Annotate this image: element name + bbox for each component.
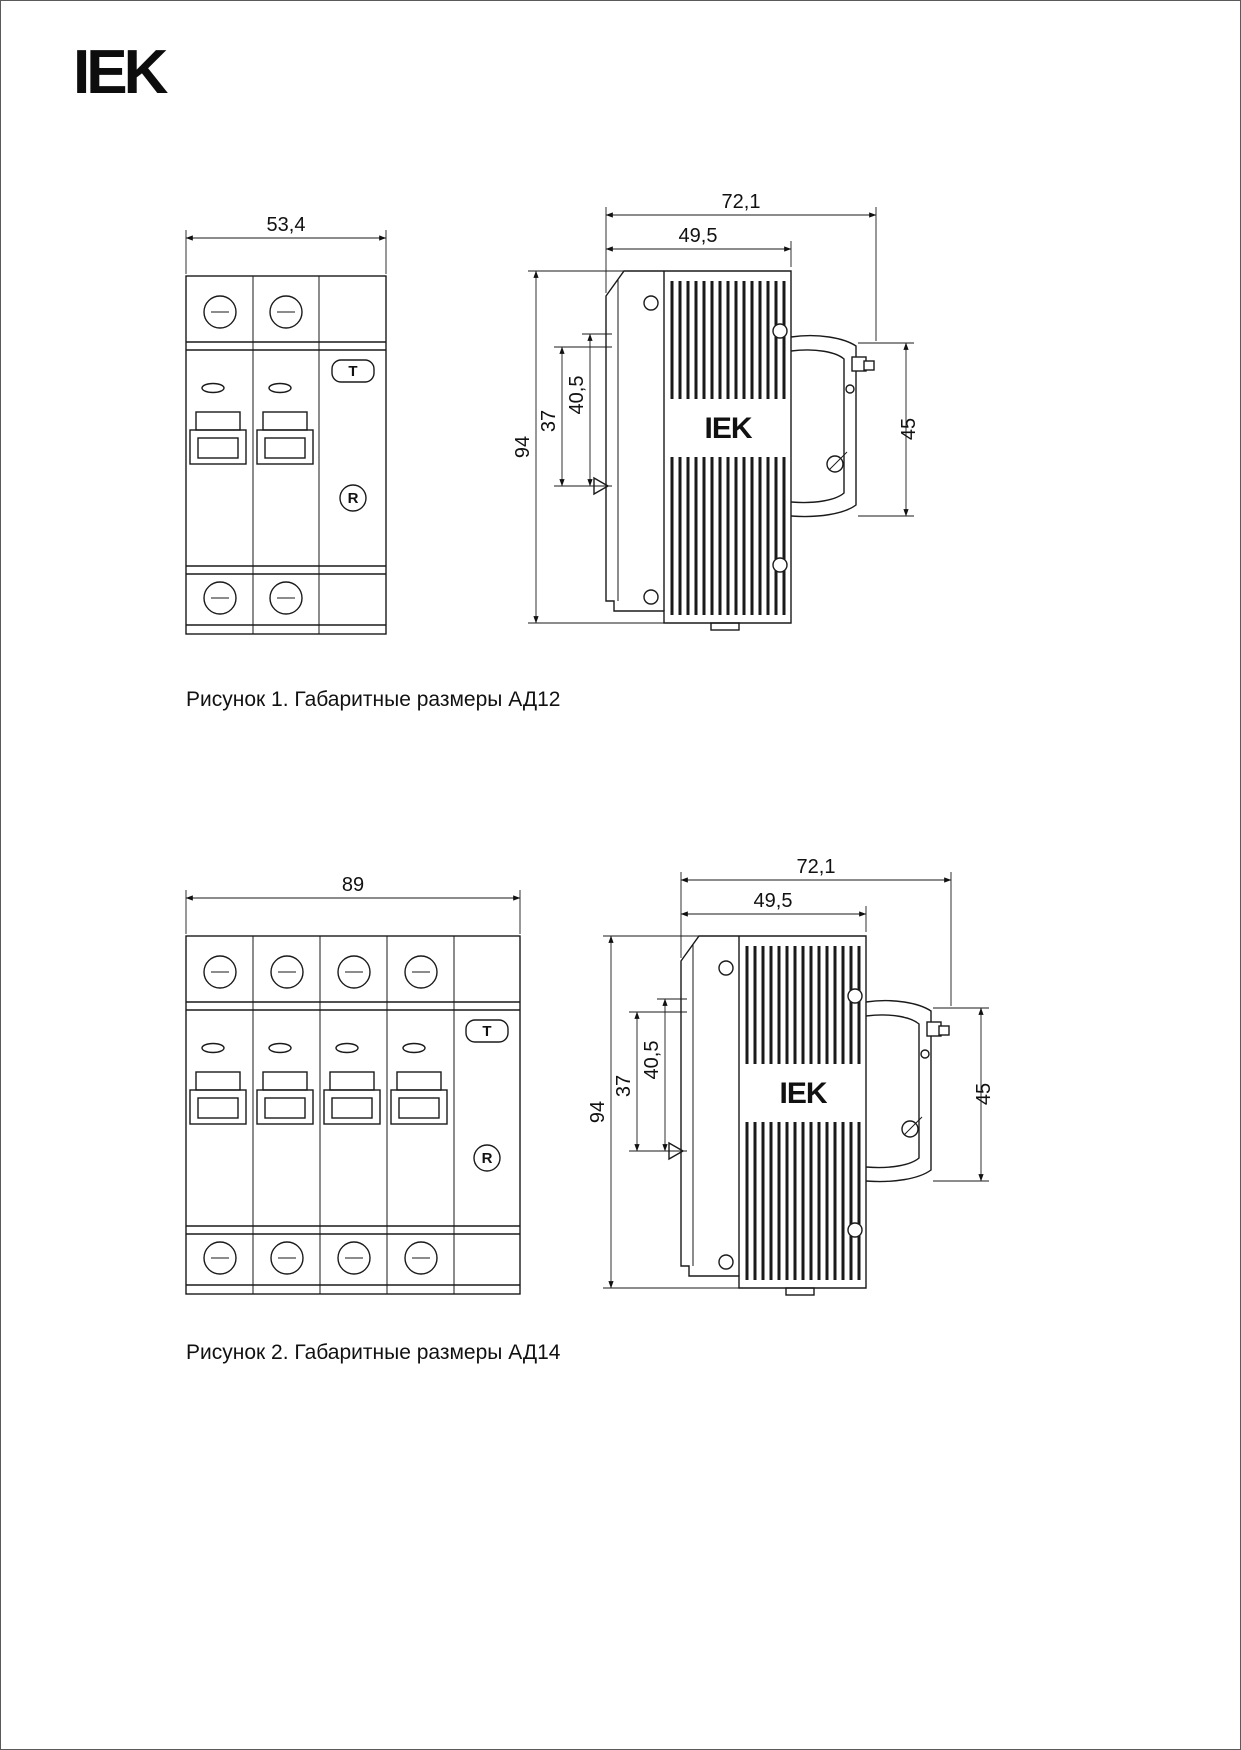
dim-label-front-width: 89 <box>342 874 364 896</box>
terminal-screw-instance <box>269 581 303 615</box>
dim-label-top-offset: 40,5 <box>566 376 588 415</box>
terminal-screw-instance <box>203 1241 237 1275</box>
dim-label-rail-offset: 37 <box>538 410 560 432</box>
dim-label-front-height: 45 <box>898 418 920 440</box>
dim-overall-depth: 72,1 <box>680 856 952 1006</box>
terminal-screw-instance <box>269 295 303 329</box>
dim-rail-offset: 37 <box>613 1011 687 1152</box>
device-brand-label: IEK <box>779 1077 827 1110</box>
reset-button: R <box>473 1144 501 1172</box>
side-device-instance <box>592 269 876 632</box>
terminal-screw-instance <box>270 955 304 989</box>
dim-front-width: 53,4 <box>185 214 387 274</box>
dim-body-depth: 49,5 <box>680 890 867 932</box>
iek-logo: IEK <box>73 38 168 107</box>
dim-label-front-width: 53,4 <box>267 214 306 236</box>
dim-label-body-depth: 49,5 <box>754 890 793 912</box>
figure2-caption: Рисунок 2. Габаритные размеры АД14 <box>186 1341 561 1364</box>
terminal-screw-instance <box>337 955 371 989</box>
dim-label-height: 94 <box>512 436 534 458</box>
dim-label-body-depth: 49,5 <box>679 225 718 247</box>
dim-label-rail-offset: 37 <box>613 1075 635 1097</box>
test-button: T <box>331 359 375 383</box>
figure1-drawing: T R 53,4 IEK 72,1 <box>185 191 920 635</box>
terminal-screw-instance <box>203 581 237 615</box>
dim-body-depth: 49,5 <box>605 225 792 267</box>
test-button-label: T <box>482 1023 491 1040</box>
terminal-screw-instance <box>203 295 237 329</box>
side-device-instance <box>667 934 951 1297</box>
dim-label-overall-depth: 72,1 <box>797 856 836 878</box>
figure2-drawing: T R 89 IEK 72,1 <box>185 856 995 1297</box>
terminal-screw-instance <box>404 1241 438 1275</box>
terminal-screw-instance <box>270 1241 304 1275</box>
test-button: T <box>465 1019 509 1043</box>
fig2-side-view: IEK 72,1 49,5 94 40,5 <box>587 856 995 1297</box>
dim-overall-depth: 72,1 <box>605 191 877 341</box>
fig2-front-view: T R 89 <box>185 874 521 1295</box>
dim-height: 94 <box>587 935 745 1289</box>
dim-rail-offset: 37 <box>538 346 612 487</box>
terminal-screw-instance <box>404 955 438 989</box>
front-body <box>185 935 521 1295</box>
reset-button: R <box>339 484 367 512</box>
test-button-label: T <box>348 363 357 380</box>
dim-front-height: 45 <box>933 1007 995 1182</box>
dim-height: 94 <box>512 270 670 624</box>
dim-top-offset: 40,5 <box>641 998 687 1152</box>
front-body <box>185 275 387 635</box>
dim-front-height: 45 <box>858 342 920 517</box>
dim-label-front-height: 45 <box>973 1083 995 1105</box>
reset-button-label: R <box>482 1150 493 1167</box>
terminal-screw-instance <box>203 955 237 989</box>
dim-top-offset: 40,5 <box>566 333 612 487</box>
fig1-side-view: IEK 72,1 49,5 94 40,5 <box>512 191 920 632</box>
dim-label-height: 94 <box>587 1101 609 1123</box>
fig1-front-view: T R 53,4 <box>185 214 387 635</box>
figure1-caption: Рисунок 1. Габаритные размеры АД12 <box>186 688 561 711</box>
dim-label-top-offset: 40,5 <box>641 1041 663 1080</box>
terminal-screw-instance <box>337 1241 371 1275</box>
device-brand-label: IEK <box>704 412 752 445</box>
dim-front-width: 89 <box>185 874 521 934</box>
dim-label-overall-depth: 72,1 <box>722 191 761 213</box>
reset-button-label: R <box>348 490 359 507</box>
